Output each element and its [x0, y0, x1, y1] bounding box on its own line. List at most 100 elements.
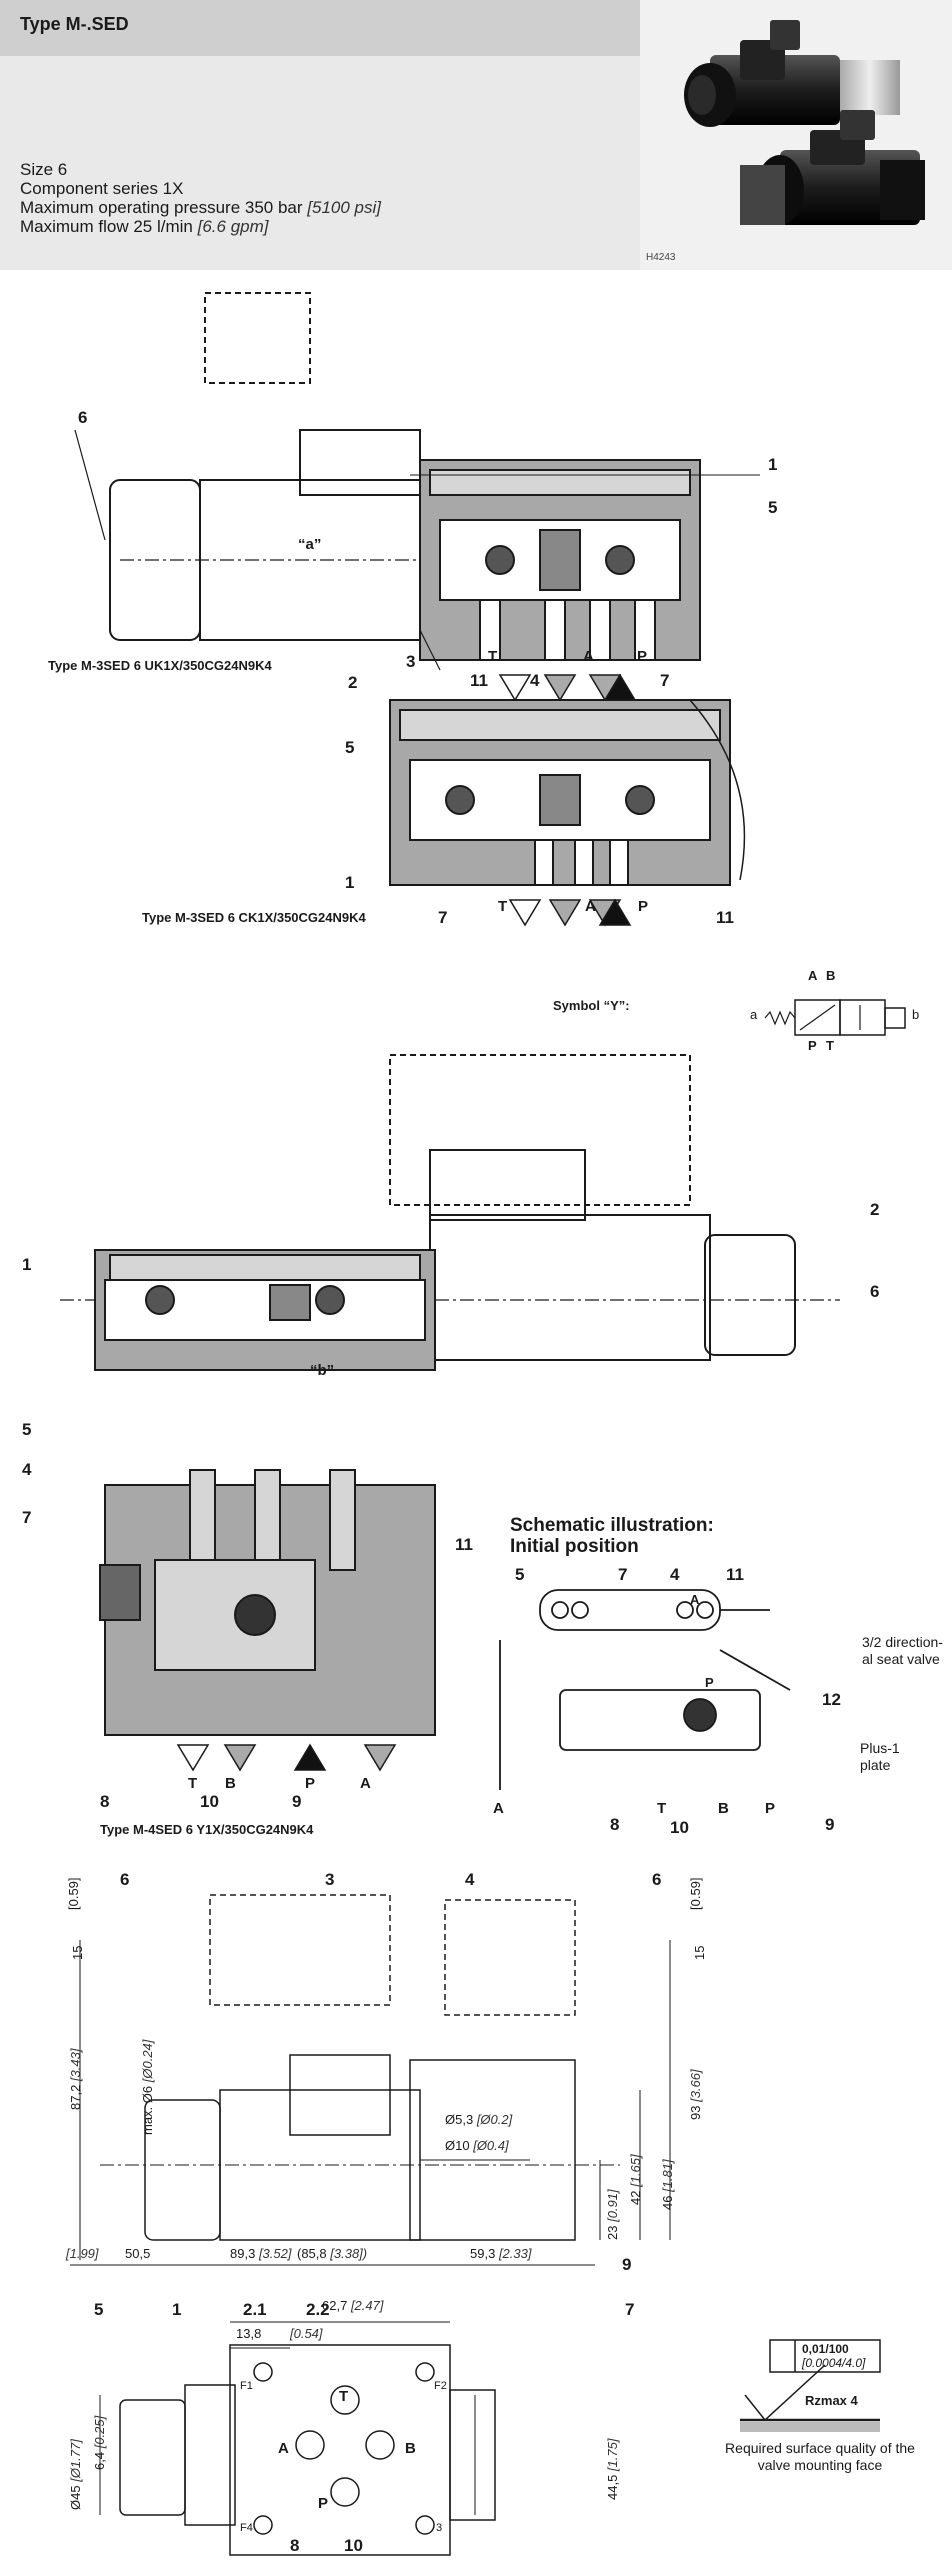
label-1c: 1	[22, 1255, 32, 1274]
port-p-3: P	[305, 1775, 316, 1792]
label-22: 2.2	[306, 2300, 330, 2319]
label-7: 7	[660, 671, 670, 690]
dim-46: 46 [1.81]	[660, 2159, 675, 2210]
dim-054: [0.54]	[290, 2326, 323, 2341]
dimension-drawing	[70, 1894, 671, 2266]
plus-1-plate-note: Plus-1 plate	[860, 1740, 900, 1773]
label-5b: 5	[345, 738, 355, 757]
dim-893: 89,3 [3.52]	[230, 2246, 292, 2261]
mark-f2: F2	[434, 2380, 447, 2392]
label-2: 2	[348, 673, 358, 692]
label-11: 11	[470, 671, 488, 690]
spec-flow: Maximum flow 25 l/min [6.6 gpm]	[20, 217, 269, 236]
caption-type1: Type M-3SED 6 UK1X/350CG24N9K4	[48, 658, 272, 673]
label-6: 6	[78, 408, 88, 427]
valve-photo-image	[684, 20, 925, 225]
dim-06: max. Ø6 [Ø0.24]	[140, 2039, 155, 2135]
schematic-title: Schematic illustration: Initial position	[510, 1515, 714, 1557]
label-1b: 1	[345, 873, 355, 892]
solenoid-housing	[299, 429, 421, 496]
label-12d: 12	[822, 1690, 841, 1709]
label-7b: 7	[438, 908, 448, 927]
label-3: 3	[406, 652, 416, 671]
caption-type2: Type M-3SED 6 CK1X/350CG24N9K4	[142, 910, 366, 925]
label-6e: 6	[120, 1870, 130, 1889]
label-10c: 10	[200, 1792, 219, 1811]
bottom-port-t: T	[339, 2388, 349, 2405]
symbol-a: a	[750, 1007, 758, 1022]
title-bar	[0, 0, 640, 56]
label-7c: 7	[22, 1508, 32, 1527]
bottom-port-b: B	[405, 2440, 416, 2457]
label-b: “b”	[310, 1362, 335, 1379]
dim-505: 50,5	[125, 2246, 151, 2261]
label-5d: 5	[515, 1565, 525, 1584]
caption-type3: Type M-4SED 6 Y1X/350CG24N9K4	[100, 1822, 314, 1837]
override-cap-4	[144, 2099, 221, 2241]
label-2c: 2	[870, 1200, 880, 1219]
symbol-port-a: A	[808, 968, 818, 983]
drawing-type1	[74, 292, 760, 702]
dim-64: 6,4 [0.25]	[92, 2415, 107, 2470]
dim-53: Ø5,3 [Ø0.2]	[445, 2112, 513, 2127]
label-9d: 9	[825, 1815, 835, 1834]
mark-f1: F1	[240, 2380, 253, 2392]
label-5e: 5	[94, 2300, 104, 2319]
label-7f: 7	[625, 2300, 635, 2319]
label-8f: 8	[290, 2536, 300, 2555]
surface-symbol	[740, 2339, 881, 2432]
drawing-type2	[389, 699, 746, 927]
schematic	[499, 1589, 791, 1790]
port-p-1: P	[637, 648, 648, 665]
seat-valve-note: 3/2 direction- al seat valve	[862, 1634, 943, 1667]
symbol-y	[764, 999, 906, 1036]
symbol-port-t: T	[826, 1038, 834, 1053]
dim-059a: [0.59]	[66, 1877, 81, 1910]
rzmax-value: Rzmax 4	[805, 2393, 858, 2408]
port-t-1: T	[488, 648, 498, 665]
plug-outline	[204, 292, 311, 384]
label-4c: 4	[22, 1460, 32, 1479]
symbol-port-p: P	[808, 1038, 817, 1053]
flatness-value: 0,01/100 [0.0004/4.0]	[802, 2342, 866, 2370]
port-a-1: A	[583, 648, 594, 665]
spec-size: Size 6	[20, 160, 68, 179]
schematic-port-t: T	[657, 1800, 667, 1817]
label-1: 1	[768, 455, 778, 474]
symbol-caption: Symbol “Y”:	[553, 998, 630, 1013]
label-11d: 11	[726, 1565, 744, 1584]
label-9e: 9	[622, 2255, 632, 2274]
dim-627: 62,7 [2.47]	[322, 2298, 384, 2313]
port-t-2: T	[498, 898, 508, 915]
label-4: 4	[530, 671, 540, 690]
dim-23: 23 [0.91]	[605, 2189, 620, 2240]
label-11b: 11	[716, 908, 734, 927]
plug-outline-3	[389, 1054, 691, 1206]
valve-body-4	[409, 2059, 576, 2241]
page-title: Type M-.SED	[20, 14, 129, 34]
schematic-port-a: A	[493, 1800, 504, 1817]
dim-93: 93 [3.66]	[688, 2069, 703, 2120]
header-panel: Type M-.SED	[0, 0, 640, 270]
label-21: 2.1	[243, 2300, 267, 2319]
drawing-type3	[60, 1054, 840, 1772]
port-p-2: P	[638, 898, 649, 915]
dim-15b: 15	[692, 1945, 707, 1960]
mark-f3: 3	[436, 2522, 443, 2534]
symbol-port-b: B	[826, 968, 836, 983]
dim-42: 42 [1.65]	[628, 2154, 643, 2205]
surface-note: Required surface quality of the valve mo…	[725, 2440, 915, 2473]
label-9c: 9	[292, 1792, 302, 1811]
label-7d: 7	[618, 1565, 628, 1584]
spec-list: Size 6 Component series 1X Maximum opera…	[20, 160, 381, 236]
bottom-port-a: A	[278, 2440, 289, 2457]
dim-059b: [0.59]	[688, 1877, 703, 1910]
label-6f: 6	[652, 1870, 662, 1889]
technical-drawing	[60, 292, 906, 2556]
dim-593: 59,3 [2.33]	[470, 2246, 532, 2261]
label-1e: 1	[172, 2300, 182, 2319]
label-5c: 5	[22, 1420, 32, 1439]
dim-199: [1.99]	[66, 2246, 99, 2261]
photo-code: H4243	[646, 252, 676, 263]
spec-pressure: Maximum operating pressure 350 bar [5100…	[20, 198, 381, 217]
